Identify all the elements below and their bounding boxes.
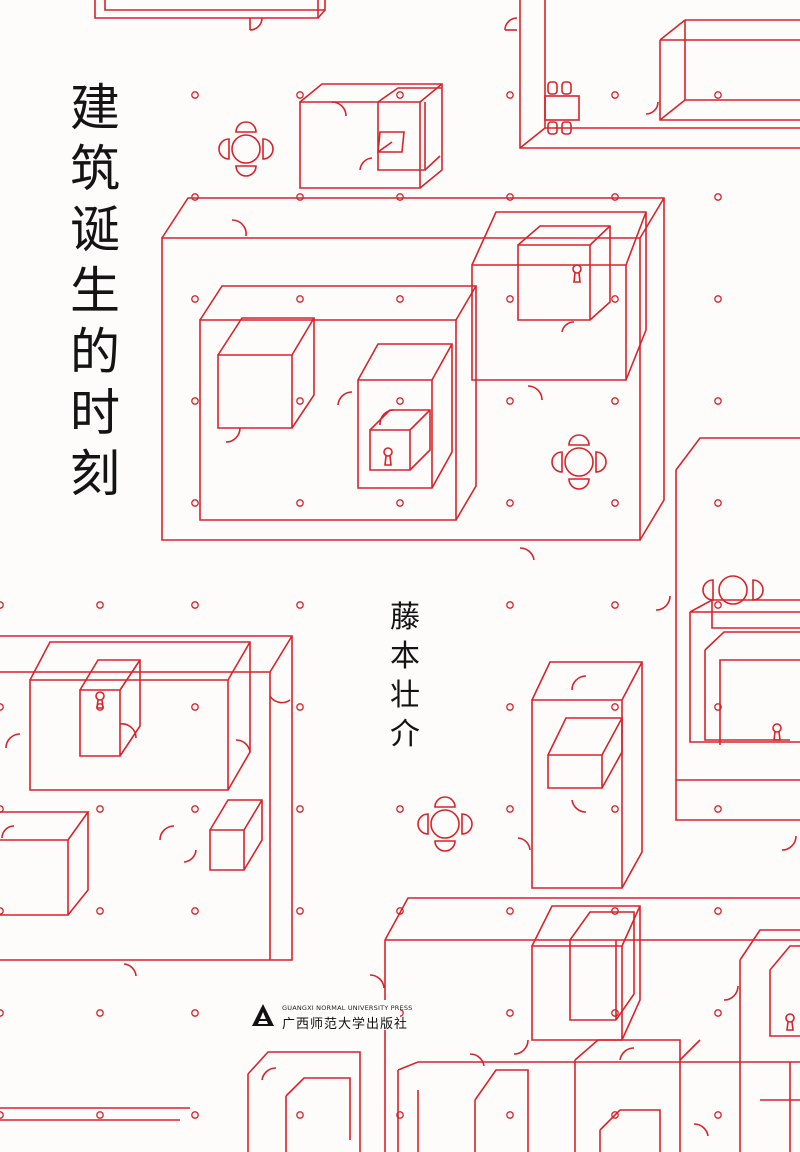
author-char: 壮 (390, 678, 420, 713)
room-box-center (161, 197, 665, 561)
publisher-name-en: GUANGXI NORMAL UNIVERSITY PRESS (282, 1004, 413, 1012)
book-author: 藤 本 壮 介 (385, 598, 425, 754)
title-char: 筑 (70, 140, 120, 198)
triangle-a-logo-icon (252, 1004, 274, 1026)
room-box-top-left (94, 0, 326, 31)
table-set-bottom (417, 796, 473, 852)
title-char: 生 (70, 262, 120, 320)
table-set-middle (551, 434, 607, 490)
room-box-right (655, 437, 800, 851)
room-box-bottom-small (0, 1051, 361, 1152)
author-char: 藤 (390, 600, 420, 635)
publisher-name-cn: 广西师范大学出版社 (282, 1017, 409, 1032)
title-char: 刻 (70, 445, 120, 503)
publisher-imprint: GUANGXI NORMAL UNIVERSITY PRESS 广西师范大学出版… (250, 1000, 412, 1032)
room-box-middle-right (517, 661, 643, 889)
title-char: 建 (70, 79, 120, 137)
room-box-bottom-right (369, 897, 800, 1152)
room-box-top-middle (299, 83, 443, 189)
book-title: 建 筑 诞 生 的 时 刻 (60, 78, 130, 505)
author-char: 介 (390, 717, 420, 752)
room-box-top-right (504, 0, 800, 149)
title-char: 时 (70, 384, 120, 442)
title-char: 的 (70, 323, 120, 381)
table-set-top (218, 121, 274, 177)
title-char: 诞 (70, 201, 120, 259)
author-char: 本 (390, 639, 420, 674)
room-box-bottom-left (0, 635, 293, 977)
